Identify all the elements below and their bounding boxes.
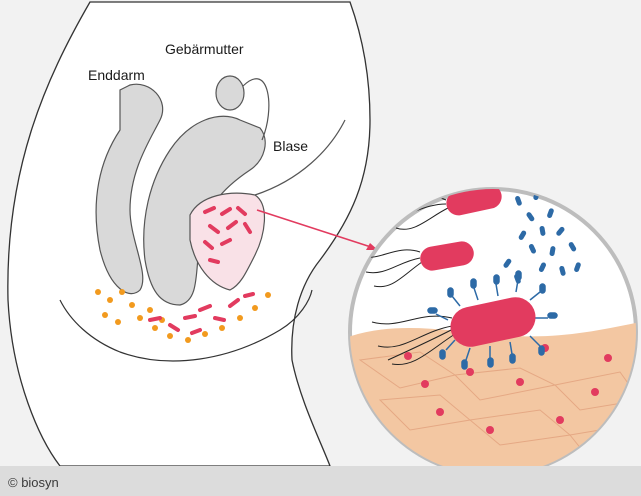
label-bladder: Blase	[273, 138, 308, 154]
label-uterus: Gebärmutter	[165, 41, 244, 57]
footer-bar: © biosyn	[0, 466, 641, 496]
label-rectum: Enddarm	[88, 67, 145, 83]
magnifier-circle	[340, 182, 641, 466]
copyright-text: © biosyn	[8, 475, 59, 490]
